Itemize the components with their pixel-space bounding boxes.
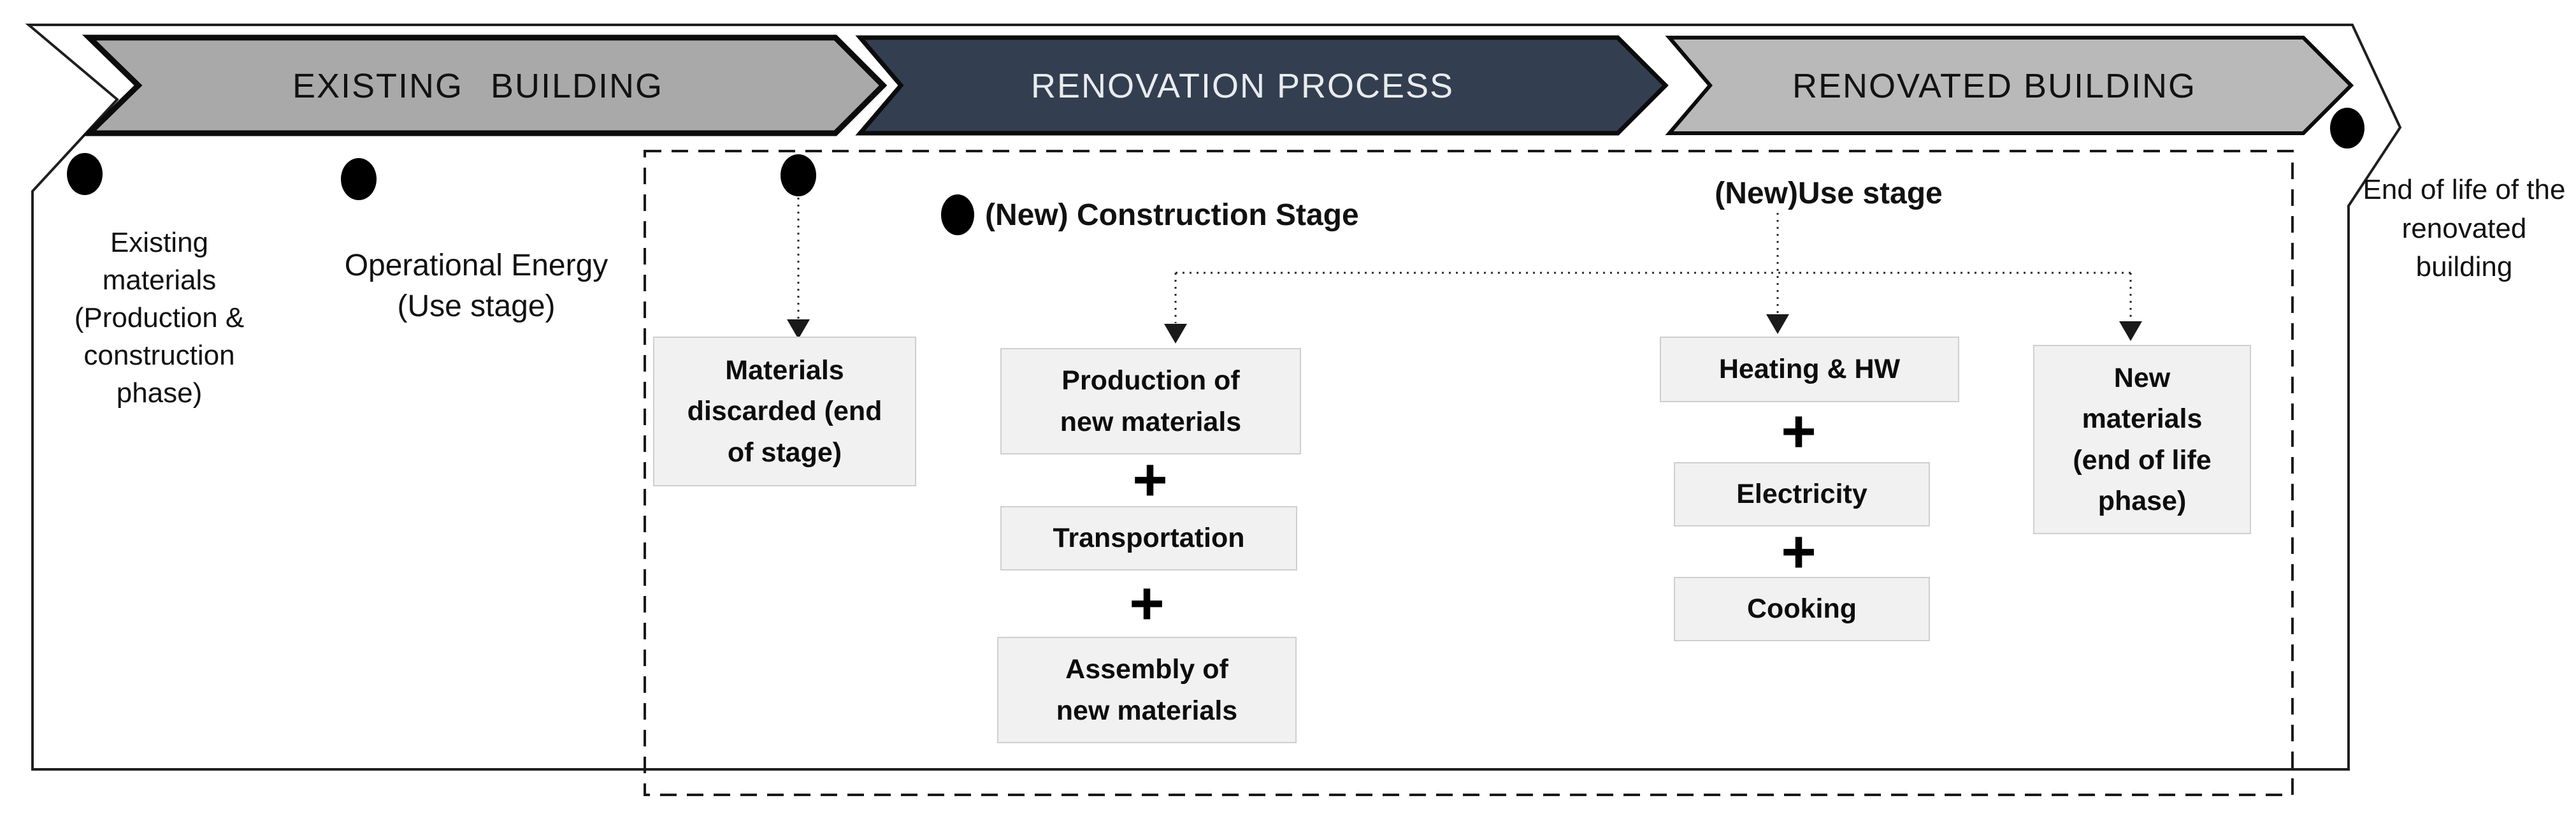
chevron-renovation-process (855, 35, 1669, 136)
banner-renovation-process-label: RENOVATION PROCESS (1030, 67, 1455, 105)
bullet-materials-discarded-icon (781, 154, 816, 196)
box-electricity: Electricity (1674, 462, 1930, 527)
operational-energy-note: Operational Energy (Use stage) (344, 249, 608, 324)
arrowhead-heating-icon (1766, 314, 1789, 334)
box-transportation: Transportation (1000, 506, 1297, 570)
banner-existing-building-label: EXISTING BUILDING (292, 67, 664, 105)
end-of-life-note: End of life of the renovated building (2363, 174, 2566, 283)
chevron-renovated-building (1665, 36, 2354, 135)
box-heating-hw: Heating & HW (1660, 337, 1959, 402)
bullet-operational-energy-icon (341, 158, 377, 200)
box-cooking: Cooking (1674, 577, 1930, 641)
box-assembly-new-materials: Assembly of new materials (997, 637, 1297, 743)
bullet-end-of-life-icon (2330, 108, 2364, 149)
plus-electricity-cooking: + (1781, 518, 1817, 586)
box-new-materials-eol: New materials (end of life phase) (2033, 345, 2251, 534)
construction-stage-title: (New) Construction Stage (985, 198, 1359, 232)
chevron-existing-building (82, 34, 888, 136)
renovation-scope-dashed-box (644, 150, 2294, 796)
plus-production-transportation: + (1132, 446, 1168, 514)
use-stage-title: (New)Use stage (1715, 177, 1943, 210)
plus-heating-electricity: + (1781, 397, 1817, 465)
arrowhead-discarded-icon (787, 319, 810, 339)
plus-transportation-assembly: + (1129, 569, 1165, 637)
bullet-construction-stage-icon (941, 194, 974, 235)
box-materials-discarded: Materials discarded (end of stage) (653, 337, 916, 486)
banner-renovated-building-label: RENOVATED BUILDING (1792, 67, 2197, 105)
arrowhead-new-materials-icon (2119, 321, 2142, 341)
arrowhead-production-icon (1164, 324, 1187, 344)
existing-materials-note: Existing materials (Production & constru… (74, 227, 245, 409)
bullet-existing-materials-icon (67, 153, 103, 195)
box-production-new-materials: Production of new materials (1000, 348, 1301, 454)
